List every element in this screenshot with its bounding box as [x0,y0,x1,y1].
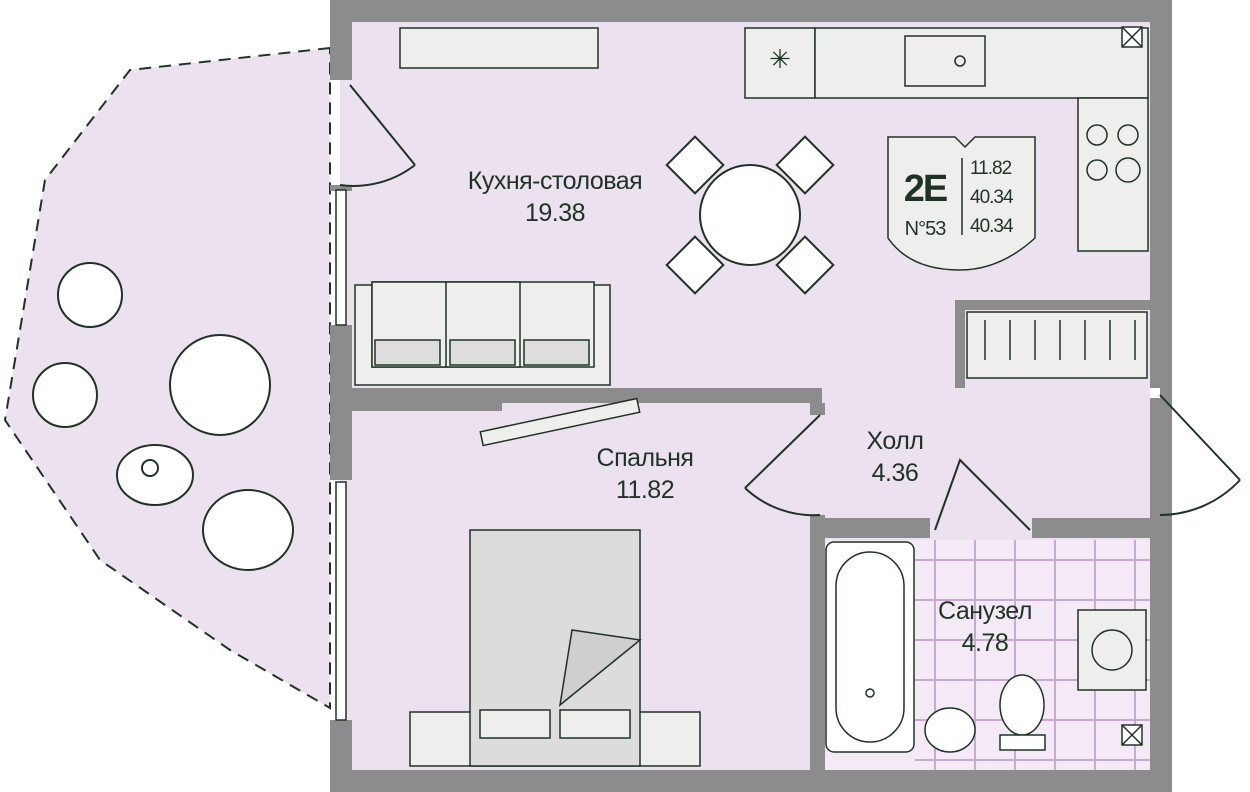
walls [330,0,1172,792]
room-area: 4.36 [871,459,919,487]
bed [409,397,701,767]
windows [335,189,347,721]
living-area: 11.82 [970,158,1012,179]
room-name: Спальня [596,444,694,472]
apartment-number: N°53 [904,218,947,240]
room-area: 4.78 [961,629,1009,657]
room-name: Санузел [938,597,1032,625]
room-label-bathroom: Санузел 4.78 [910,595,1060,659]
room-label-kitchen: Кухня-столовая 19.38 [430,165,680,229]
total-area: 40.34 [970,187,1014,208]
sofa [354,281,611,386]
room-name: Холл [866,427,924,455]
wardrobe [966,311,1148,379]
room-area: 11.82 [615,476,675,504]
room-name: Кухня-столовая [467,167,643,195]
room-area: 19.38 [524,199,586,227]
apartment-type: 2E [903,168,948,210]
fridge-icon: ✳ [769,44,791,74]
bathroom-fixtures [825,26,1147,753]
kitchen-counter [399,27,1149,252]
room-label-bedroom: Спальня 11.82 [565,442,725,506]
room-label-hall: Холл 4.36 [835,425,955,489]
doors [339,84,1241,531]
dining-table [665,135,835,295]
total-area-2: 40.34 [970,216,1014,237]
balcony-furniture [32,262,294,571]
